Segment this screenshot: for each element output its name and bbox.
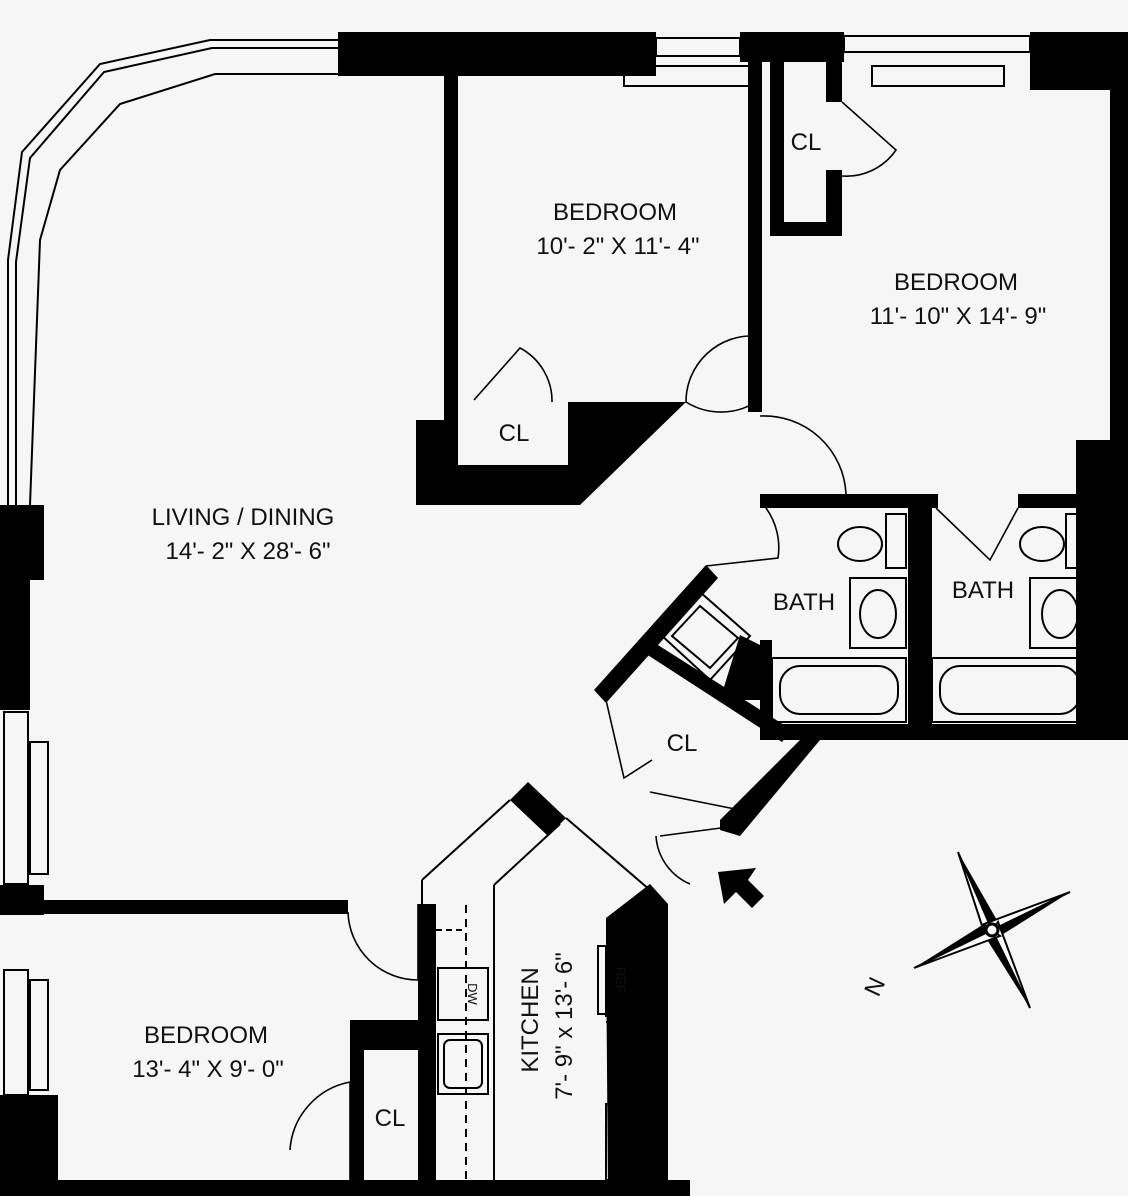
entry-arrow-icon [718,868,764,908]
refrigerator-label: REF [613,967,628,993]
bedroom-top-middle-name: BEDROOM [553,199,677,226]
kitchen-fixtures [437,945,661,1171]
kitchen-dims: 7'- 9" x 13'- 6" [551,952,578,1100]
refrigerator-box [597,945,661,1015]
bath-right-label: BATH [952,577,1014,604]
windows [3,35,1031,1096]
bath-fixtures [658,513,1089,723]
living-dining-dims: 14'- 2" X 28'- 6" [166,538,331,565]
stove-burners [609,1117,659,1171]
dishwasher-box [437,967,489,1021]
bedroom-top-right-name: BEDROOM [894,269,1018,296]
bath-left-label: BATH [773,589,835,616]
sink [437,1033,489,1095]
compass-north-label: N [859,973,891,1000]
closet-label-hall: CL [667,730,698,757]
dishwasher-label: DW [465,983,480,1005]
bedroom-top-right-dims: 11'- 10" X 14'- 9" [870,303,1047,330]
living-dining-name: LIVING / DINING [152,504,335,531]
closet-label-top-middle: CL [499,420,530,447]
bedroom-bottom-left-name: BEDROOM [144,1022,268,1049]
compass-icon [913,851,1071,1009]
doors [289,101,1019,1180]
bedroom-top-middle-dims: 10'- 2" X 11'- 4" [536,233,699,260]
closet-label-top-right: CL [791,129,822,156]
closet-label-bottom: CL [375,1105,406,1132]
kitchen-name: KITCHEN [517,967,544,1072]
walls [0,32,1128,1196]
bedroom-bottom-left-dims: 13'- 4" X 9'- 0" [132,1056,284,1083]
